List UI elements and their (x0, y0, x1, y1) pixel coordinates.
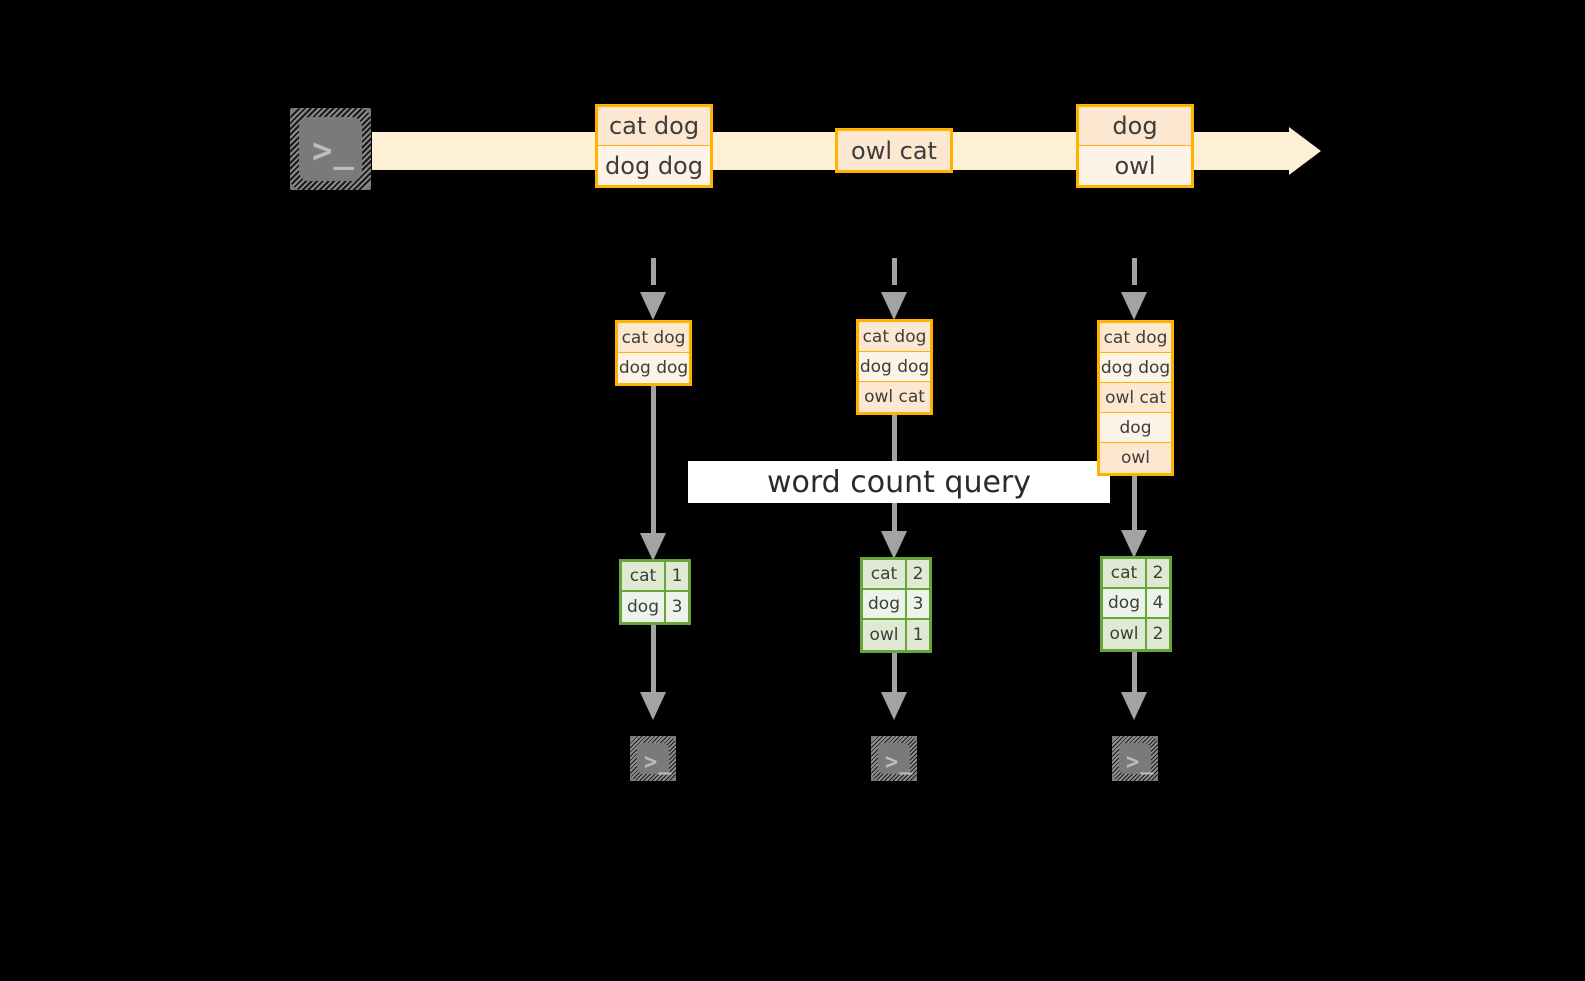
query-connector-col-1 (651, 381, 656, 536)
word-count-table-col-3[interactable]: cat 2 dog 4 owl 2 (1100, 556, 1172, 652)
result-connector-arrowhead-col-1 (640, 692, 666, 720)
stream-message-line: cat dog (598, 107, 710, 146)
tap-connector-dash-col-3 (1132, 258, 1137, 285)
table-cell-count: 3 (671, 597, 683, 617)
terminal-prompt-icon: >_ (312, 131, 355, 171)
accumulated-line: dog dog (859, 352, 930, 382)
query-connector-col-3 (1132, 472, 1137, 534)
table-cell-word: cat (863, 560, 907, 588)
stream-message-line: dog (1079, 107, 1191, 146)
terminal-prompt-icon: >_ (644, 750, 673, 775)
producer-terminal-icon: >_ (280, 98, 381, 200)
stream-message-3[interactable]: dog owl (1076, 104, 1194, 188)
table-row: dog 3 (863, 590, 929, 620)
terminal-screen (1119, 743, 1151, 774)
word-count-table-col-1[interactable]: cat 1 dog 3 (619, 559, 691, 625)
stream-message-line: owl (1079, 146, 1191, 185)
query-connector-arrowhead-col-2 (881, 531, 907, 559)
result-connector-col-2 (892, 648, 897, 695)
tap-connector-arrowhead-col-3 (1121, 292, 1147, 320)
stream-message-line: owl cat (838, 131, 950, 170)
table-cell-word: dog (1103, 589, 1147, 617)
table-cell-word: cat (622, 562, 666, 590)
stream-message-1[interactable]: cat dog dog dog (595, 104, 713, 188)
terminal-prompt-icon: >_ (1126, 750, 1155, 775)
stream-arrow-head-icon (1289, 127, 1321, 175)
accumulated-line: cat dog (618, 323, 689, 353)
result-connector-arrowhead-col-2 (881, 692, 907, 720)
terminal-screen (637, 743, 669, 774)
table-cell-count: 1 (912, 625, 924, 645)
table-row: dog 4 (1103, 589, 1169, 619)
table-cell-count: 2 (1152, 624, 1164, 644)
accumulated-line: dog (1100, 413, 1171, 443)
tap-connector-arrowhead-col-1 (640, 292, 666, 320)
accumulated-line: owl cat (1100, 383, 1171, 413)
table-cell-word: dog (622, 592, 666, 622)
table-cell-count: 1 (671, 566, 683, 586)
table-row: dog 3 (622, 592, 688, 622)
consumer-terminal-icon-col-3: >_ (1102, 726, 1168, 791)
table-cell-word: owl (863, 620, 907, 650)
stream-message-line: dog dog (598, 146, 710, 185)
table-cell-count: 4 (1152, 593, 1164, 613)
tap-connector-arrowhead-col-2 (881, 292, 907, 320)
stream-message-2[interactable]: owl cat (835, 128, 953, 173)
terminal-prompt-icon: >_ (885, 750, 914, 775)
table-row: cat 2 (863, 560, 929, 590)
consumer-terminal-icon-col-2: >_ (861, 726, 927, 791)
table-cell-word: dog (863, 590, 907, 618)
query-connector-arrowhead-col-3 (1121, 530, 1147, 558)
table-cell-word: owl (1103, 619, 1147, 649)
word-count-table-col-2[interactable]: cat 2 dog 3 owl 1 (860, 557, 932, 653)
accumulated-line: cat dog (1100, 323, 1171, 353)
result-connector-arrowhead-col-3 (1121, 692, 1147, 720)
result-connector-col-1 (651, 619, 656, 695)
table-cell-count: 2 (912, 564, 924, 584)
table-cell-count: 2 (1152, 563, 1164, 583)
accumulated-stream-col-3[interactable]: cat dog dog dog owl cat dog owl (1097, 320, 1174, 476)
banner-label: word count query (766, 464, 1032, 500)
terminal-screen (878, 743, 910, 774)
result-connector-col-3 (1132, 647, 1137, 695)
accumulated-stream-col-2[interactable]: cat dog dog dog owl cat (856, 319, 933, 415)
table-row: cat 1 (622, 562, 688, 592)
table-row: owl 1 (863, 620, 929, 650)
terminal-screen (299, 117, 362, 181)
table-row: cat 2 (1103, 559, 1169, 589)
query-connector-arrowhead-col-1 (640, 533, 666, 561)
table-cell-count: 3 (912, 594, 924, 614)
accumulated-stream-col-1[interactable]: cat dog dog dog (615, 320, 692, 386)
tap-connector-dash-col-2 (892, 258, 897, 285)
table-cell-word: cat (1103, 559, 1147, 587)
accumulated-line: owl (1100, 443, 1171, 473)
table-row: owl 2 (1103, 619, 1169, 649)
word-count-query-banner: word count query (688, 461, 1110, 503)
accumulated-line: cat dog (859, 322, 930, 352)
consumer-terminal-icon-col-1: >_ (620, 726, 686, 791)
accumulated-line: dog dog (1100, 353, 1171, 383)
tap-connector-dash-col-1 (651, 258, 656, 285)
accumulated-line: owl cat (859, 382, 930, 412)
accumulated-line: dog dog (618, 353, 689, 383)
